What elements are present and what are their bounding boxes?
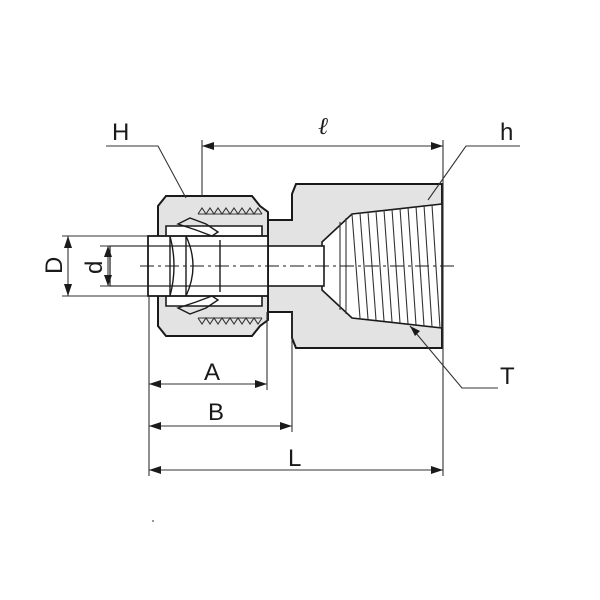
label-B: B xyxy=(208,399,224,426)
ferrule-lower xyxy=(176,295,220,315)
stray-dot xyxy=(152,520,154,522)
male-thread-top xyxy=(197,207,263,325)
female-thread-lines xyxy=(339,204,441,329)
extension-lines xyxy=(62,140,444,476)
dim-l xyxy=(202,142,443,150)
leader-lines xyxy=(106,145,520,389)
body-part xyxy=(261,183,443,349)
label-L: L xyxy=(288,445,301,472)
dim-A xyxy=(149,380,267,388)
label-D: D xyxy=(41,257,68,274)
label-h: h xyxy=(500,119,513,146)
label-A: A xyxy=(204,359,220,386)
dim-d xyxy=(104,246,112,286)
label-l: ℓ xyxy=(318,114,328,140)
T-leader-arrow xyxy=(410,326,420,336)
ferrule-upper xyxy=(176,217,220,237)
dim-B xyxy=(149,422,292,430)
label-T: T xyxy=(500,363,515,390)
thread-bore xyxy=(321,203,443,329)
label-d: d xyxy=(81,261,108,274)
label-H: H xyxy=(112,119,129,146)
dim-L xyxy=(149,466,443,474)
dim-D xyxy=(64,236,72,296)
